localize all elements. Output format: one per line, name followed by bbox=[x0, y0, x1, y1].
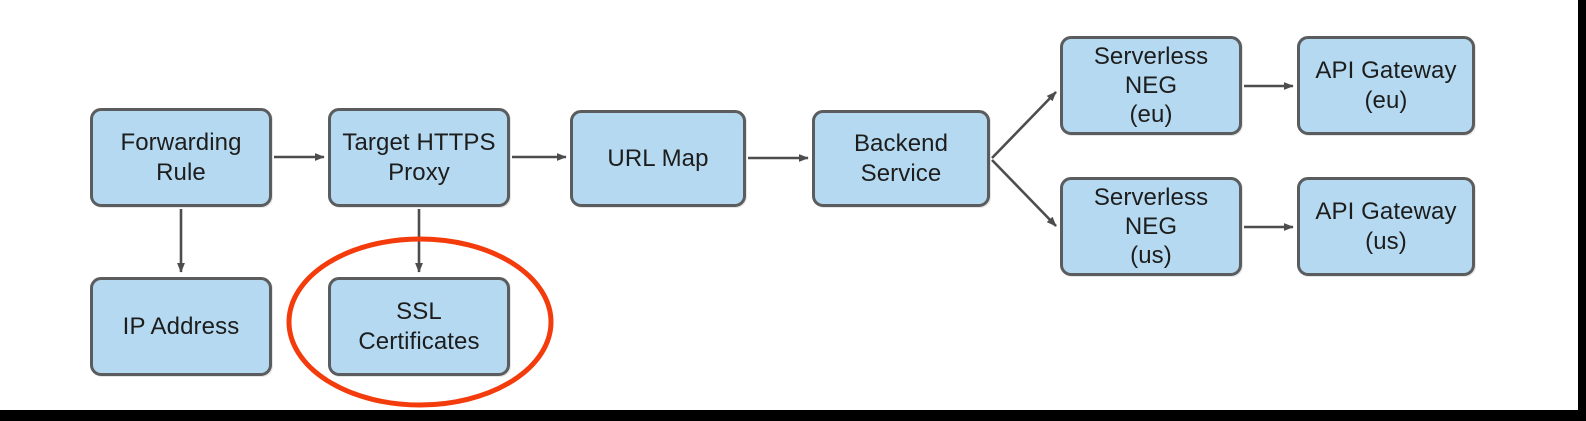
node-backend-service-label: Backend Service bbox=[853, 130, 949, 187]
node-api-gateway-us[interactable]: API Gateway (us) bbox=[1297, 177, 1475, 276]
node-serverless-neg-eu[interactable]: Serverless NEG (eu) bbox=[1060, 36, 1242, 135]
node-serverless-neg-us-label: Serverless NEG (us) bbox=[1093, 183, 1209, 270]
node-ssl-certificates-label: SSL Certificates bbox=[358, 298, 480, 355]
node-serverless-neg-us[interactable]: Serverless NEG (us) bbox=[1060, 177, 1242, 276]
node-url-map-label: URL Map bbox=[607, 144, 709, 172]
node-ip-address-label: IP Address bbox=[122, 312, 240, 340]
node-api-gateway-us-label: API Gateway (us) bbox=[1315, 198, 1457, 255]
node-url-map[interactable]: URL Map bbox=[570, 110, 746, 207]
node-ip-address[interactable]: IP Address bbox=[90, 277, 272, 376]
node-api-gateway-eu-label: API Gateway (eu) bbox=[1315, 57, 1457, 114]
node-serverless-neg-eu-label: Serverless NEG (eu) bbox=[1093, 42, 1209, 129]
node-ssl-certificates[interactable]: SSL Certificates bbox=[328, 277, 510, 376]
edge-backend-service-to-serverless-neg-eu bbox=[991, 91, 1057, 159]
node-forwarding-rule-label: Forwarding Rule bbox=[120, 129, 242, 186]
node-target-https-proxy[interactable]: Target HTTPS Proxy bbox=[328, 108, 510, 207]
node-target-https-proxy-label: Target HTTPS Proxy bbox=[342, 129, 496, 186]
node-forwarding-rule[interactable]: Forwarding Rule bbox=[90, 108, 272, 207]
node-api-gateway-eu[interactable]: API Gateway (eu) bbox=[1297, 36, 1475, 135]
edge-backend-service-to-serverless-neg-us bbox=[991, 159, 1057, 227]
ssl-certificates-highlight-ellipse bbox=[286, 236, 554, 408]
node-backend-service[interactable]: Backend Service bbox=[812, 110, 990, 207]
